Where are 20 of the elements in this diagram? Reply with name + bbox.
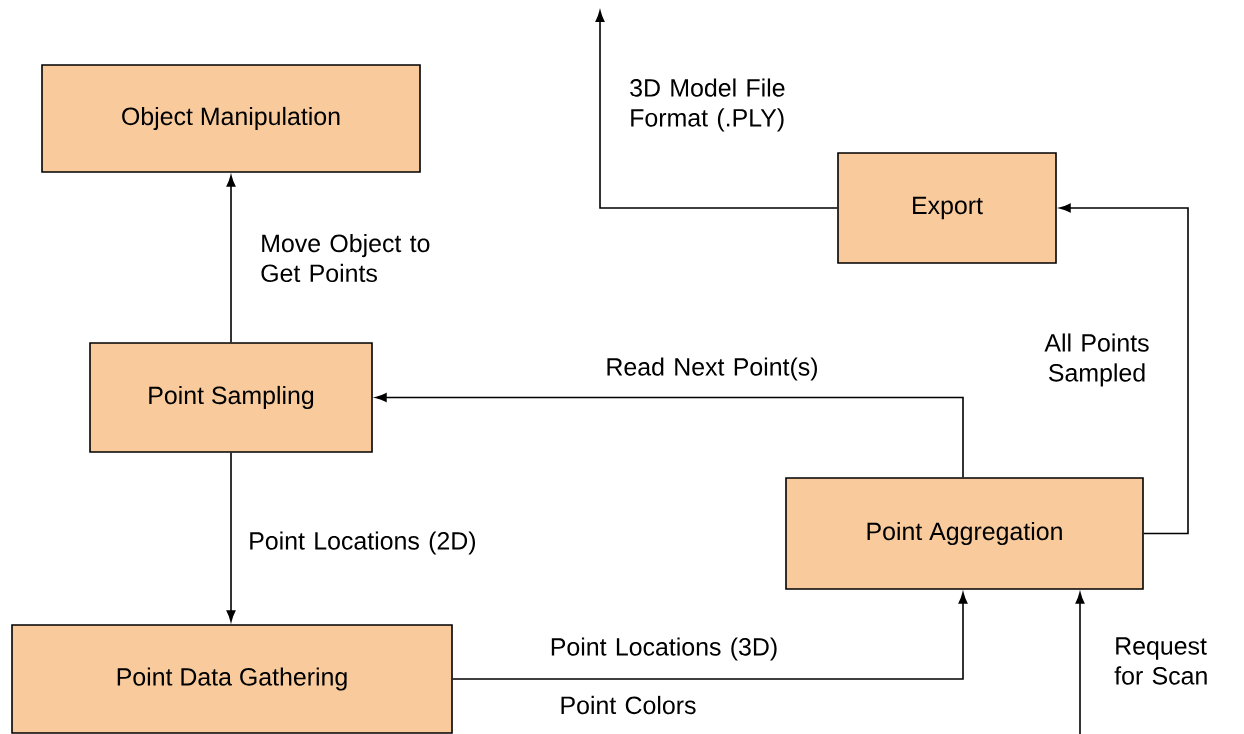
process-box: Point Sampling: [89, 342, 373, 453]
process-box: Object Manipulation: [41, 64, 421, 173]
edge-label: Request for Scan: [1114, 637, 1207, 685]
arrow: [226, 175, 236, 343]
edge-label: All Points Sampled: [1044, 333, 1149, 387]
edge-label: Point Locations (2D): [250, 531, 475, 555]
arrow: [226, 452, 236, 622]
arrow: [1059, 203, 1189, 535]
arrow: [595, 10, 838, 209]
edge-label: 3D Model File Format (.PLY): [630, 78, 785, 132]
process-box: Point Aggregation: [785, 477, 1144, 590]
edge-label: Read Next Point(s): [607, 357, 817, 381]
edge-label: Move Object to Get Points: [261, 233, 430, 283]
text-label: Point Colors: [561, 695, 696, 715]
process-box: Export: [837, 152, 1057, 264]
edge-label: Point Locations (3D): [551, 637, 777, 661]
arrow: [452, 592, 968, 680]
process-box: Point Data Gathering: [11, 624, 453, 734]
arrow: [1075, 592, 1085, 734]
arrow: [375, 393, 964, 478]
